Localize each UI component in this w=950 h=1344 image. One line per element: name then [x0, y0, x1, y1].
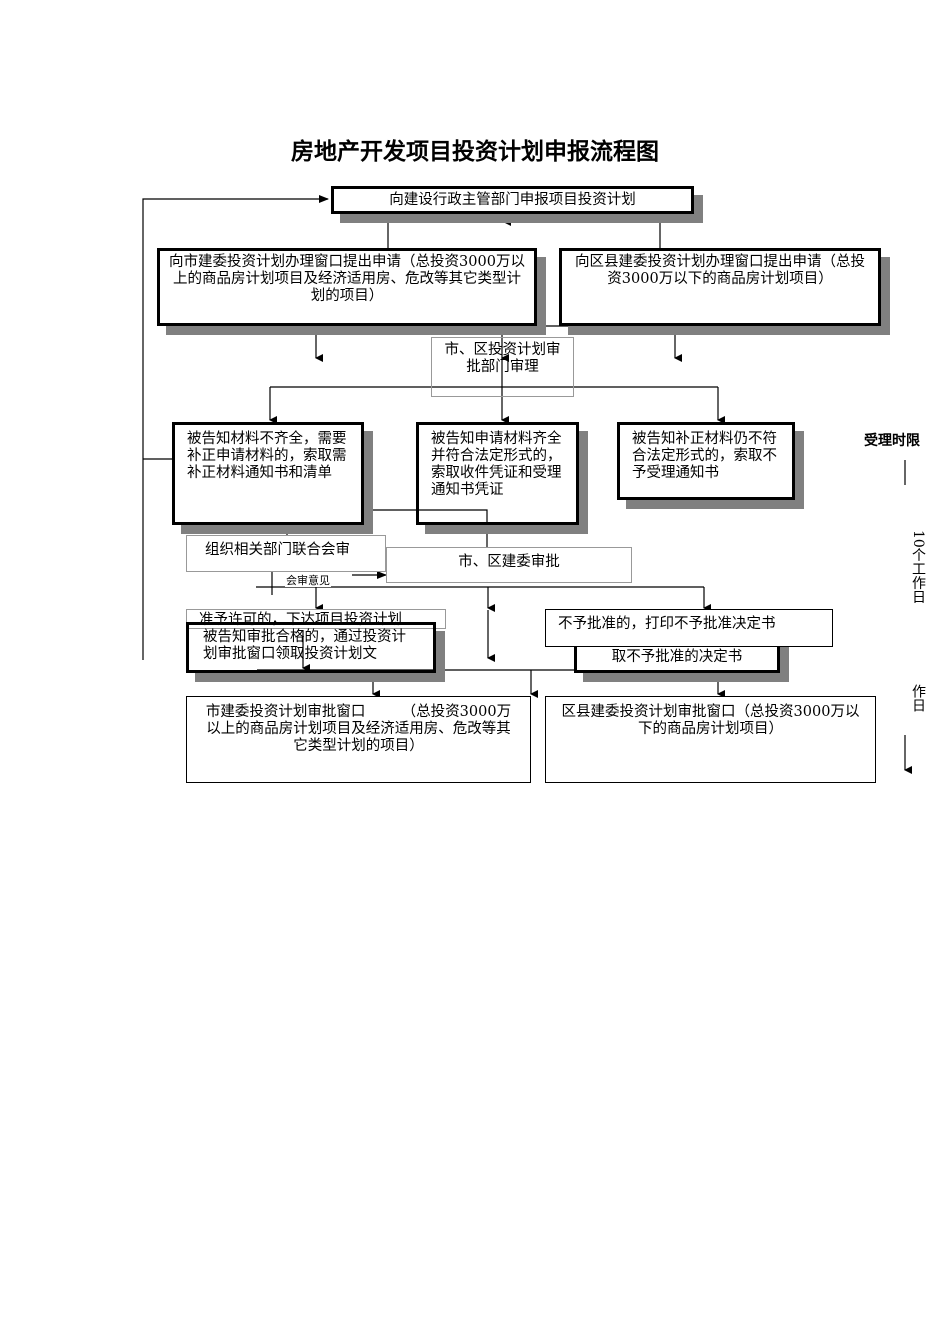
- district-apply-box: 向区县建委投资计划办理窗口提出申请（总投资3000万以下的商品房计划项目）: [559, 248, 881, 326]
- city-window-box: 市建委投资计划审批窗口 （总投资3000万以上的商品房计划项目及经济适用房、危改…: [186, 696, 531, 783]
- not-approved-box: 不予批准的，打印不予批准决定书: [545, 609, 833, 647]
- commission-approve-box: 市、区建委审批: [386, 547, 632, 583]
- complete-box: 被告知申请材料齐全并符合法定形式的，索取收件凭证和受理通知书凭证: [416, 422, 579, 525]
- joint-opinion-label: 会审意见: [285, 574, 331, 587]
- timeline-days: 10个工作日: [910, 530, 926, 604]
- approved-box: 被告知审批合格的，通过投资计划审批窗口领取投资计划文: [186, 622, 436, 673]
- city-apply-box: 向市建委投资计划办理窗口提出申请（总投资3000万以上的商品房计划项目及经济适用…: [157, 248, 537, 326]
- page-title: 房地产开发项目投资计划申报流程图: [291, 139, 659, 165]
- timeline-label: 受理时限: [864, 433, 920, 449]
- review-dept-box: 市、区投资计划审批部门审理: [431, 337, 574, 397]
- report-box: 向建设行政主管部门申报项目投资计划: [331, 186, 694, 214]
- district-window-box: 区县建委投资计划审批窗口（总投资3000万以下的商品房计划项目）: [545, 696, 876, 783]
- reject-accept-box: 被告知补正材料仍不符合法定形式的，索取不予受理通知书: [617, 422, 795, 500]
- incomplete-box: 被告知材料不齐全，需要补正申请材料的，索取需补正材料通知书和清单: [172, 422, 364, 525]
- joint-review-box: 组织相关部门联合会审: [186, 535, 386, 572]
- timeline-days-2: 作日: [910, 684, 926, 712]
